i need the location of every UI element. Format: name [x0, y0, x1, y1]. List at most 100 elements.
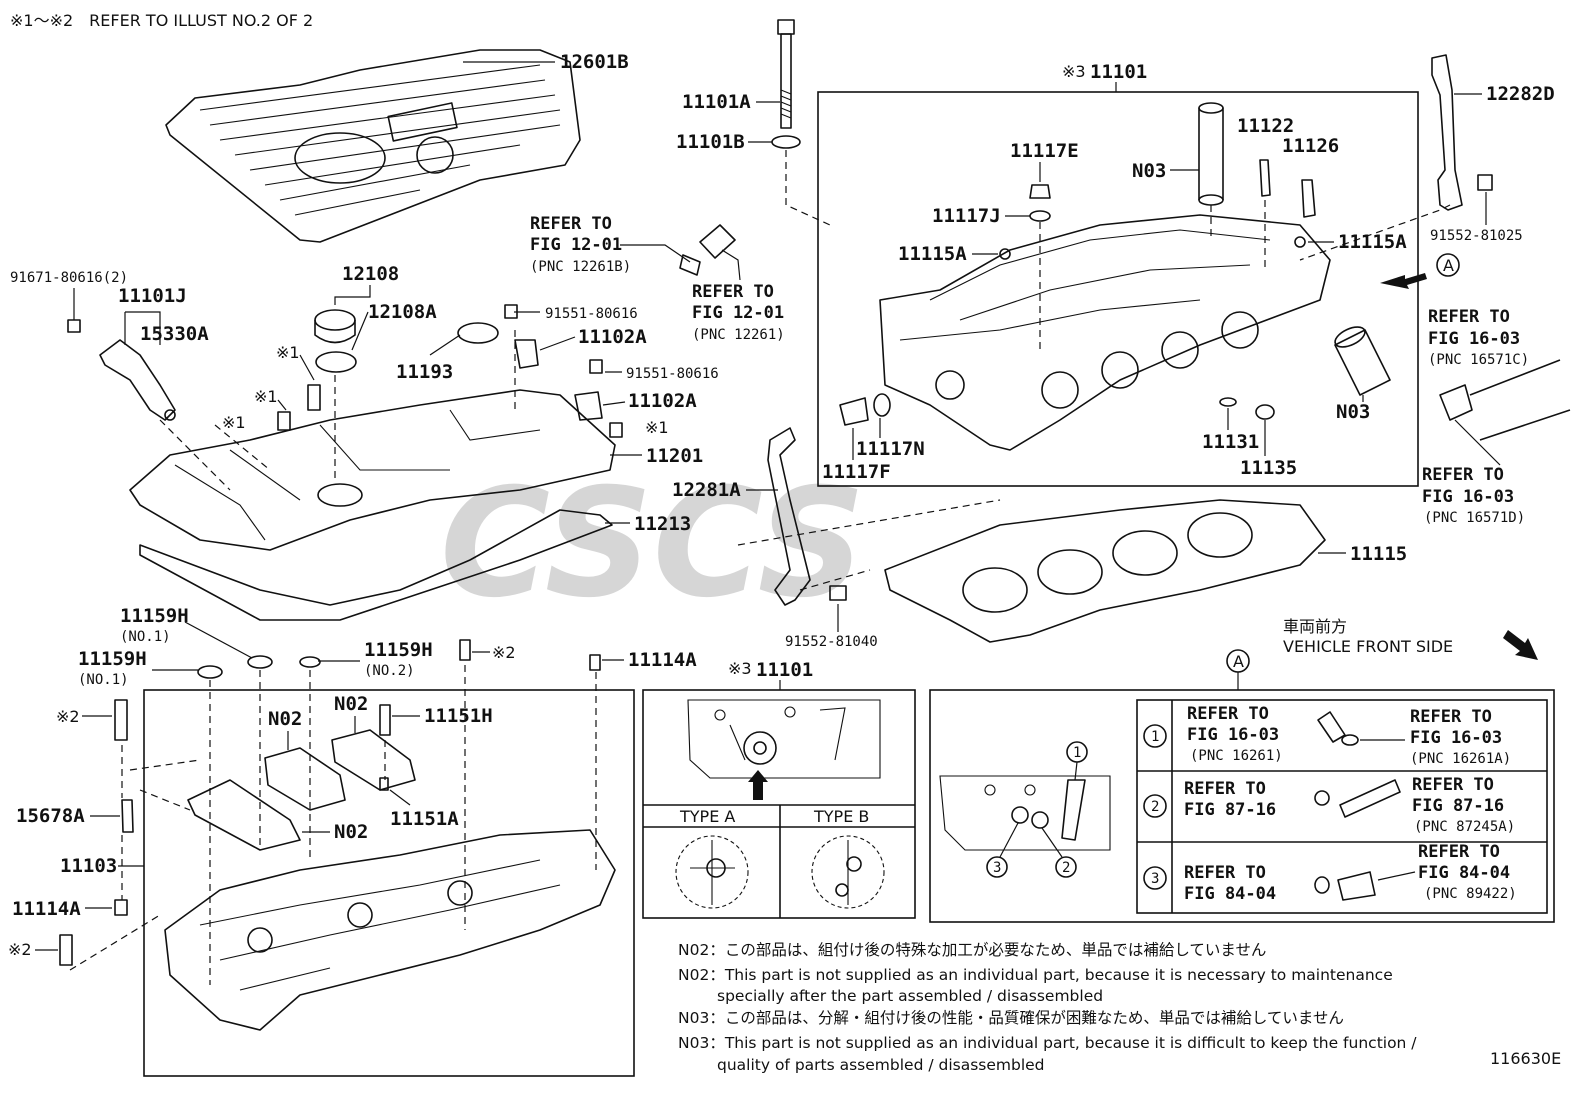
cylinder-head-drawing: [879, 214, 1331, 451]
label-12108A: 12108A: [368, 301, 437, 323]
label-91551-80616-a: 91551-80616: [545, 306, 638, 322]
mark-x3-main: ※3: [1062, 62, 1086, 81]
label-11117F: 11117F: [822, 461, 891, 483]
type-b-drawing: [811, 835, 885, 909]
table-row-3-right1: REFER TO: [1418, 842, 1500, 862]
label-11193: 11193: [396, 361, 453, 383]
mark-x1-c: ※1: [222, 413, 246, 432]
label-no1-a: (NO.1): [120, 629, 171, 645]
table-row-1: 1 REFER TO FIG 16-03 (PNC 16261) REFER T…: [1143, 704, 1511, 767]
label-11101J: 11101J: [118, 285, 187, 307]
label-91551-80616-b: 91551-80616: [626, 366, 719, 382]
type-a-drawing: [675, 835, 749, 909]
cam-cap-b: [331, 729, 416, 791]
note-line-5: N03：This part is not supplied as an indi…: [678, 1034, 1417, 1052]
ref3-line2: FIG 16-03: [1428, 329, 1520, 349]
figure-id: 116630E: [1490, 1049, 1561, 1068]
label-11103: 11103: [60, 855, 117, 877]
ref1-line1: REFER TO: [530, 214, 612, 234]
label-91552-81040: 91552-81040: [785, 634, 878, 650]
table-row-2-rightpnc: (PNC 87245A): [1414, 819, 1515, 835]
label-N03-a: N03: [1132, 160, 1166, 182]
detail-callout-3: 3: [993, 860, 1001, 876]
ref2-line2: FIG 12-01: [692, 303, 784, 323]
mark-a-top: A: [1443, 256, 1454, 275]
vehicle-front-jp: 車両前方: [1283, 617, 1347, 636]
label-11117J: 11117J: [932, 205, 1001, 227]
label-91552-81025: 91552-81025: [1430, 228, 1523, 244]
label-N02-b: N02: [334, 693, 368, 715]
note-line-6: quality of parts assembled / disassemble…: [717, 1056, 1045, 1074]
inset-type-b: TYPE B: [813, 807, 869, 826]
cam-cap-a: [264, 747, 346, 811]
engine-cover-drawing: [165, 49, 581, 243]
label-11115A-a: 11115A: [898, 243, 967, 265]
table-row-3-left2: FIG 84-04: [1184, 884, 1276, 904]
cam-housing-drawing: [164, 829, 616, 1031]
label-11159H-no2: 11159H: [364, 639, 433, 661]
label-11135: 11135: [1240, 457, 1297, 479]
label-12108: 12108: [342, 263, 399, 285]
label-11101A: 11101A: [682, 91, 751, 113]
head-gasket-drawing: [884, 499, 1326, 643]
label-15678A: 15678A: [16, 805, 85, 827]
bracket-12281A: [767, 427, 811, 606]
label-11101-main: 11101: [1090, 61, 1147, 83]
label-11117N: 11117N: [856, 438, 925, 460]
gasket-11193: [457, 322, 499, 344]
label-11115A-b: 11115A: [1338, 231, 1407, 253]
table-row-2: 2 REFER TO FIG 87-16 REFER TO FIG 87-16 …: [1143, 775, 1515, 835]
ref3-line1: REFER TO: [1428, 307, 1510, 327]
table-row-3: 3 REFER TO FIG 84-04 REFER TO FIG 84-04 …: [1143, 842, 1517, 904]
label-11102A-a: 11102A: [578, 326, 647, 348]
label-no1-b: (NO.1): [78, 672, 129, 688]
table-row-1-left2: FIG 16-03: [1187, 725, 1279, 745]
cylinder-head-frame: [817, 91, 1419, 487]
label-11114A-b: 11114A: [12, 898, 81, 920]
mark-x1-d: ※1: [645, 418, 669, 437]
table-row-1-num: 1: [1151, 729, 1159, 745]
mark-x1-a: ※1: [276, 343, 300, 362]
ref2-line1: REFER TO: [692, 282, 774, 302]
watermark: CSCS: [440, 457, 866, 631]
table-row-3-rightpnc: (PNC 89422): [1424, 886, 1517, 902]
bracket-12282D: [1431, 54, 1463, 211]
label-12281A: 12281A: [672, 479, 741, 501]
note-line-1: N02：この部品は、組付け後の特殊な加工が必要なため、単品では補給していません: [678, 941, 1266, 959]
detail-callout-2: 2: [1062, 860, 1070, 876]
table-row-2-left2: FIG 87-16: [1184, 800, 1276, 820]
note-line-3: specially after the part assembled / dis…: [717, 987, 1103, 1005]
detail-callout-1: 1: [1073, 745, 1081, 761]
ref1-pnc: (PNC 12261B): [530, 259, 631, 275]
tube-N03-a: [1198, 102, 1224, 206]
mark-x2-c: ※2: [8, 940, 32, 959]
lower-frame: [143, 689, 635, 1077]
ref4-line1: REFER TO: [1422, 465, 1504, 485]
table-row-2-right1: REFER TO: [1412, 775, 1494, 795]
inset-type-a: TYPE A: [679, 807, 735, 826]
mark-x3-inset: ※3: [728, 659, 752, 678]
mark-a-detail: A: [1233, 652, 1244, 671]
label-11213: 11213: [634, 513, 691, 535]
label-11151A: 11151A: [390, 808, 459, 830]
table-row-3-right2: FIG 84-04: [1418, 863, 1510, 883]
table-row-1-left1: REFER TO: [1187, 704, 1269, 724]
ref2-pnc: (PNC 12261): [692, 327, 785, 343]
label-11114A-a: 11114A: [628, 649, 697, 671]
detail-a-frame: [929, 689, 1555, 923]
head-bolt-drawing: [771, 19, 801, 149]
label-11117E: 11117E: [1010, 140, 1079, 162]
label-11102A-b: 11102A: [628, 390, 697, 412]
detail-a-drawing: [939, 775, 1111, 851]
inset-frame: [642, 689, 916, 919]
label-12601B: 12601B: [560, 51, 629, 73]
mark-x1-b: ※1: [254, 387, 278, 406]
label-12282D: 12282D: [1486, 83, 1555, 105]
table-row-3-left1: REFER TO: [1184, 863, 1266, 883]
label-11122: 11122: [1237, 115, 1294, 137]
tube-N03-b: [1334, 326, 1391, 396]
label-no2: (NO.2): [364, 663, 415, 679]
label-11159H-no1-b: 11159H: [78, 648, 147, 670]
valve-cover-gasket: [139, 509, 613, 621]
